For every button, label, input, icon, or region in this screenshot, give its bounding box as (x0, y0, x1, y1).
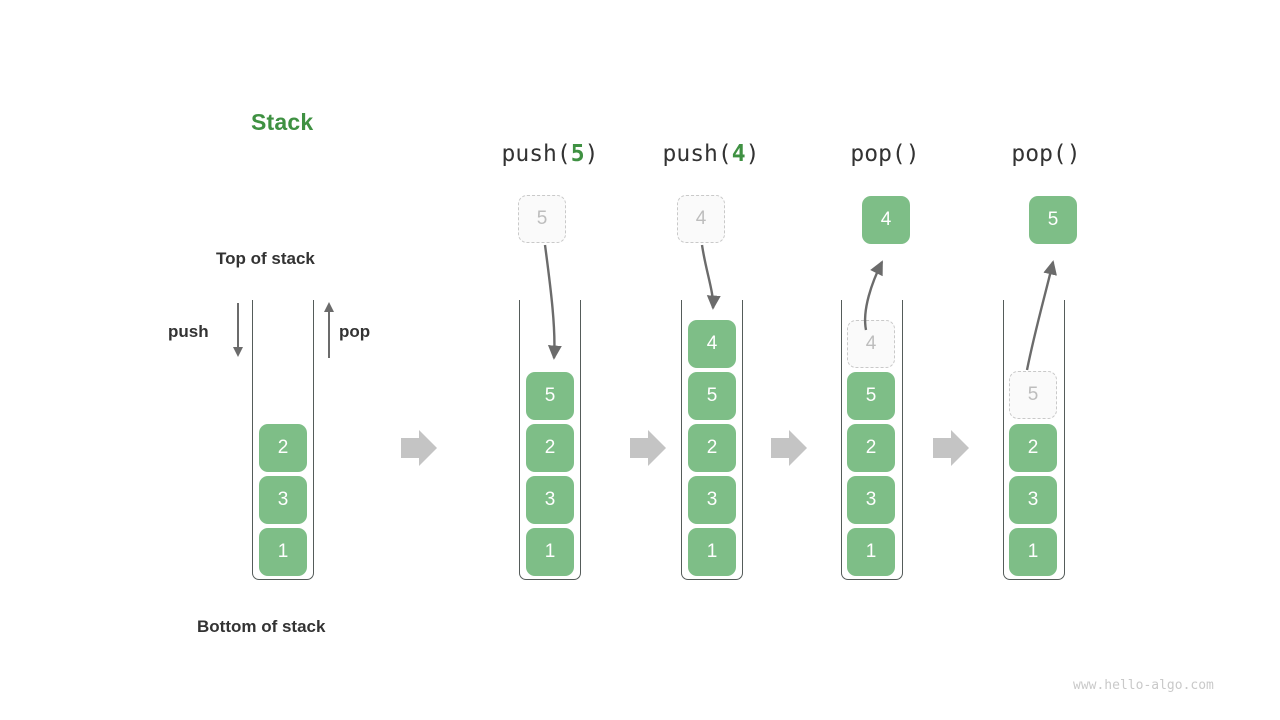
external-cell-popped: 5 (1029, 196, 1077, 244)
push-label: push (168, 322, 209, 341)
pop-arrow-head-icon (323, 302, 334, 312)
op-arg: 4 (731, 141, 746, 167)
op-text-close: ) (745, 141, 760, 167)
stack-cell: 3 (847, 476, 895, 524)
pop-label: pop (339, 322, 371, 341)
pop-arrow-shaft (328, 312, 330, 358)
stack-cell-ghost: 5 (1009, 371, 1057, 419)
transition-arrow-icon (933, 430, 969, 466)
op-text-close: ) (1066, 141, 1081, 167)
operation-label-push-4: push(4) (620, 141, 802, 167)
op-text: pop( (1011, 141, 1067, 167)
stack-cell: 3 (688, 476, 736, 524)
transition-arrow-icon (771, 430, 807, 466)
watermark: www.hello-algo.com (1073, 678, 1214, 693)
stack-cell: 2 (847, 424, 895, 472)
stack-cell: 5 (847, 372, 895, 420)
op-text: pop( (850, 141, 906, 167)
stack-cell: 2 (688, 424, 736, 472)
op-text-close: ) (905, 141, 920, 167)
stack-cell: 2 (526, 424, 574, 472)
stack-cell: 3 (1009, 476, 1057, 524)
op-text-close: ) (584, 141, 599, 167)
op-arg: 5 (570, 141, 585, 167)
external-cell-popped: 4 (862, 196, 910, 244)
top-of-stack-label: Top of stack (216, 249, 315, 268)
push-arrow-head-icon (232, 347, 243, 357)
op-text: push( (501, 141, 571, 167)
external-cell-ghost: 4 (677, 195, 725, 243)
op-text: push( (662, 141, 732, 167)
diagram-title: Stack (251, 109, 314, 135)
push-4-curved-arrow (700, 244, 721, 310)
transition-arrow-icon (401, 430, 437, 466)
transition-arrow-icon (630, 430, 666, 466)
external-cell-ghost: 5 (518, 195, 566, 243)
push-arrow-shaft (237, 303, 239, 349)
stack-cell-ghost: 4 (847, 320, 895, 368)
stack-cell: 1 (688, 528, 736, 576)
stack-cell: 2 (259, 424, 307, 472)
stack-cell: 1 (847, 528, 895, 576)
bottom-of-stack-label: Bottom of stack (197, 617, 326, 636)
stack-cell: 4 (688, 320, 736, 368)
stack-cell: 1 (526, 528, 574, 576)
operation-label-push-5: push(5) (459, 141, 641, 167)
stack-cell: 3 (259, 476, 307, 524)
stack-cell: 5 (526, 372, 574, 420)
stack-cell: 5 (688, 372, 736, 420)
stack-cell: 2 (1009, 424, 1057, 472)
stack-cell: 3 (526, 476, 574, 524)
operation-label-pop-2: pop() (955, 141, 1137, 167)
stack-cell: 1 (259, 528, 307, 576)
stack-cell: 1 (1009, 528, 1057, 576)
operation-label-pop-1: pop() (794, 141, 976, 167)
